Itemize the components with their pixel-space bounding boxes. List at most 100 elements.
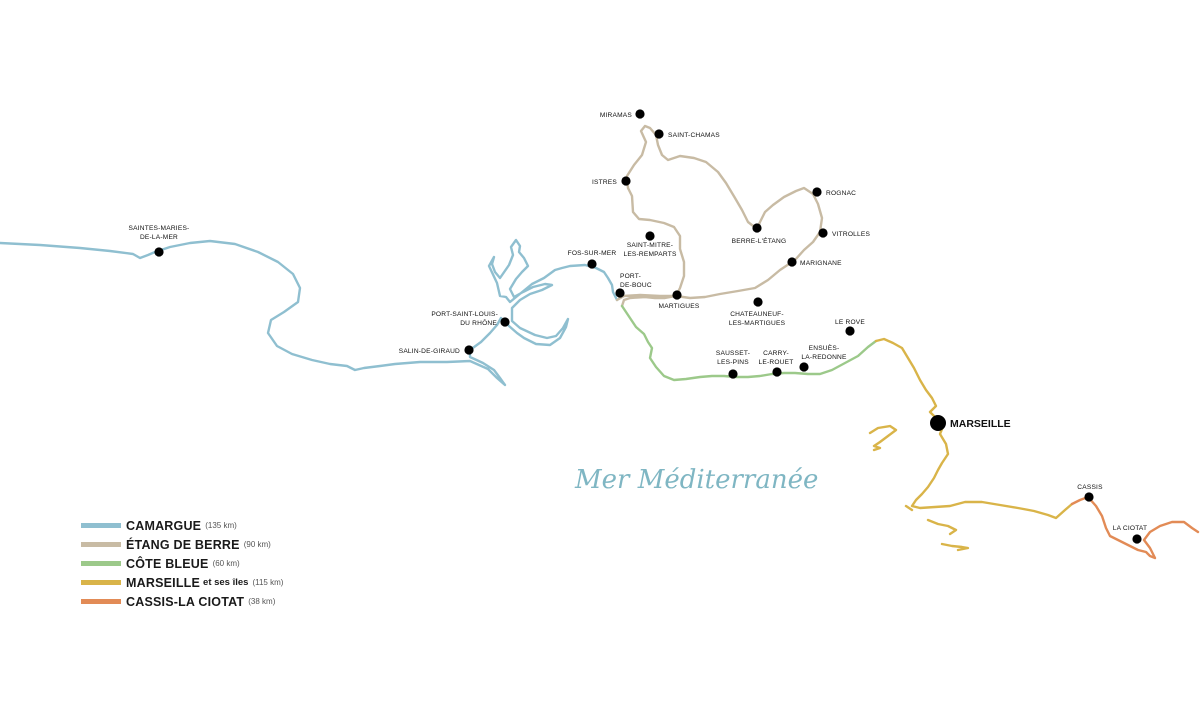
town-label: SAINT-MITRE- [627, 242, 673, 249]
town-dot [1084, 492, 1094, 502]
legend-item-marseille[interactable]: MARSEILLE et ses îles (115 km) [81, 573, 401, 592]
town-label: SALIN-DE-GIRAUD [399, 348, 460, 355]
sea-label: Mer Méditerranée [574, 465, 818, 495]
town-dot [672, 290, 682, 300]
town-port-saint-louis[interactable]: PORT-SAINT-LOUIS- DU RHÔNE [431, 311, 510, 327]
legend-name: CASSIS-LA CIOTAT [126, 594, 245, 609]
town-la-ciotat[interactable]: LA CIOTAT [1113, 525, 1148, 544]
town-label: LES-MARTIGUES [729, 320, 786, 327]
town-dot [787, 257, 797, 267]
town-dot [621, 176, 631, 186]
town-label: LE ROVE [835, 319, 865, 326]
town-label: MARTIGUES [659, 303, 700, 310]
town-label: DU RHÔNE [460, 318, 497, 327]
town-salin-de-giraud[interactable]: SALIN-DE-GIRAUD [399, 345, 474, 355]
legend-name: CÔTE BLEUE [126, 556, 209, 571]
town-label: CASSIS [1077, 484, 1103, 491]
town-dot [818, 228, 828, 238]
town-dot [645, 231, 655, 241]
legend-item-etang-de-berre[interactable]: ÉTANG DE BERRE (90 km) [81, 535, 401, 554]
legend-extra: et ses îles [203, 577, 249, 588]
town-saint-chamas[interactable]: SAINT-CHAMAS [654, 129, 720, 139]
town-port-de-bouc[interactable]: PORT- DE-BOUC [615, 273, 652, 298]
town-label: CHATEAUNEUF- [730, 311, 784, 318]
town-dot [812, 187, 822, 197]
legend-item-camargue[interactable]: CAMARGUE (135 km) [81, 516, 401, 535]
town-label: PORT-SAINT-LOUIS- [431, 311, 498, 318]
town-dot [845, 326, 855, 336]
legend-item-cote-bleue[interactable]: CÔTE BLEUE (60 km) [81, 554, 401, 573]
town-fos-sur-mer[interactable]: FOS-SUR-MER [568, 250, 617, 269]
legend-swatch [81, 599, 121, 604]
city-marseille[interactable]: MARSEILLE [930, 415, 1011, 431]
legend-length: (60 km) [212, 559, 240, 568]
town-sausset[interactable]: SAUSSET- LES-PINS [716, 350, 750, 379]
town-dot [615, 288, 625, 298]
legend-name: CAMARGUE [126, 518, 202, 533]
town-dot [1132, 534, 1142, 544]
town-vitrolles[interactable]: VITROLLES [818, 228, 870, 238]
town-chateauneuf[interactable]: CHATEAUNEUF- LES-MARTIGUES [729, 297, 786, 327]
town-label: CARRY- [763, 350, 789, 357]
legend-length: (115 km) [252, 578, 284, 587]
city-label: MARSEILLE [950, 418, 1011, 430]
town-label: SAINTES-MARIES- [129, 225, 190, 232]
riou-island [926, 518, 958, 536]
town-dot [772, 367, 782, 377]
town-label: MIRAMAS [600, 112, 633, 119]
legend-swatch [81, 561, 121, 566]
town-rognac[interactable]: ROGNAC [812, 187, 856, 197]
cote-bleue-route [620, 304, 878, 382]
legend-swatch [81, 523, 121, 528]
marseille-route [874, 337, 1074, 520]
town-carry[interactable]: CARRY- LE-ROUET [759, 350, 794, 377]
town-saintes-maries[interactable]: SAINTES-MARIES- DE-LA-MER [129, 225, 190, 257]
town-berre-l-etang[interactable]: BERRE-L'ÉTANG [732, 223, 787, 245]
town-label: DE-BOUC [620, 282, 652, 289]
etang-de-berre-route [615, 124, 824, 308]
town-label: BERRE-L'ÉTANG [732, 236, 787, 245]
legend-length: (90 km) [243, 540, 271, 549]
town-label: SAINT-CHAMAS [668, 132, 720, 139]
town-dot [753, 297, 763, 307]
town-dot [500, 317, 510, 327]
legend-length: (135 km) [205, 521, 237, 530]
city-dot [930, 415, 946, 431]
legend-length: (38 km) [248, 597, 276, 606]
town-dot [752, 223, 762, 233]
town-istres[interactable]: ISTRES [592, 176, 631, 186]
town-saint-mitre[interactable]: SAINT-MITRE- LES-REMPARTS [623, 231, 677, 258]
legend-name: MARSEILLE [126, 575, 201, 590]
legend-item-cassis-la-ciotat[interactable]: CASSIS-LA CIOTAT (38 km) [81, 592, 401, 611]
town-label: LE-ROUET [759, 359, 794, 366]
town-ensues[interactable]: ENSUÈS- LA-REDONNE [799, 343, 847, 372]
town-marignane[interactable]: MARIGNANE [787, 257, 842, 267]
town-dot [654, 129, 664, 139]
town-dot [799, 362, 809, 372]
town-dot [728, 369, 738, 379]
town-dot [464, 345, 474, 355]
town-cassis[interactable]: CASSIS [1077, 484, 1103, 502]
camargue-route [0, 238, 619, 387]
town-dot [635, 109, 645, 119]
town-label: LES-REMPARTS [623, 251, 676, 258]
maire-island [940, 542, 970, 552]
town-label: DE-LA-MER [140, 234, 178, 241]
town-label: LA CIOTAT [1113, 525, 1148, 532]
frioul-islands [868, 424, 898, 452]
town-martigues[interactable]: MARTIGUES [659, 290, 700, 310]
town-label: VITROLLES [832, 231, 870, 238]
town-label: PORT- [620, 273, 641, 280]
town-le-rove[interactable]: LE ROVE [835, 319, 865, 336]
town-label: ISTRES [592, 179, 617, 186]
town-miramas[interactable]: MIRAMAS [600, 109, 645, 119]
cassis-la-ciotat-route [1070, 495, 1200, 560]
town-dot [154, 247, 164, 257]
legend-name: ÉTANG DE BERRE [126, 537, 240, 552]
town-label: LES-PINS [717, 359, 749, 366]
legend-swatch [81, 580, 121, 585]
town-label: ROGNAC [826, 190, 856, 197]
legend-swatch [81, 542, 121, 547]
town-label: SAUSSET- [716, 350, 750, 357]
